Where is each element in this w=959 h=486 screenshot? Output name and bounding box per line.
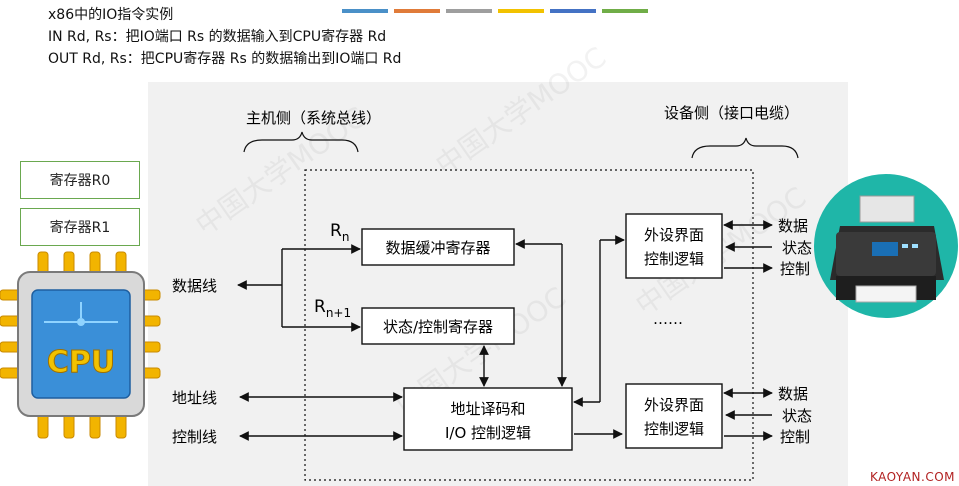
stripe-gray [446,9,492,13]
decorative-stripes [342,9,648,13]
svg-text:CPU: CPU [47,345,115,380]
address-decode-label-1: 地址译码和 [450,400,525,418]
stripe-green [602,9,648,13]
stripe-darkblue [550,9,596,13]
stripe-orange [394,9,440,13]
address-line-label: 地址线 [172,389,217,407]
stripe-blue [342,9,388,13]
bottom-control-signal-label: 控制 [780,428,810,446]
out-instruction-line: OUT Rd, Rs：把CPU寄存器 Rs 的数据输出到IO端口 Rd [48,51,402,67]
host-side-label: 主机侧（系统总线） [246,109,381,127]
brand-mark: KAOYAN.COM [869,470,955,484]
stripe-yellow [498,9,544,13]
bottom-status-signal-label: 状态 [782,407,812,425]
data-buffer-register-box [361,228,515,266]
device-interface-bottom-label-2: 控制逻辑 [644,420,704,438]
rn-label: Rn [330,221,349,244]
top-status-signal-label: 状态 [782,239,812,257]
data-line-label: 数据线 [172,277,217,295]
control-line-label: 控制线 [172,428,217,446]
rn1-label: Rn+1 [314,297,351,320]
bottom-data-signal-label: 数据 [778,385,808,403]
ellipsis: …… [653,310,683,328]
device-side-label: 设备侧（接口电缆） [664,104,799,122]
slide-title: x86中的IO指令实例 [48,7,174,23]
device-interface-top-label-2: 控制逻辑 [644,250,704,268]
printer-icon [814,174,958,318]
top-control-signal-label: 控制 [780,260,810,278]
status-control-register-box [361,307,515,345]
device-brace [691,137,799,159]
in-instruction-line: IN Rd, Rs：把IO端口 Rs 的数据输入到CPU寄存器 Rd [48,29,387,45]
device-interface-bottom-box [625,383,723,449]
io-interface-boundary [304,169,754,481]
address-decode-box [403,387,573,451]
device-interface-top-box [625,213,723,279]
data-buffer-register-label: 数据缓冲寄存器 [385,239,490,257]
address-decode-label-2: I/O 控制逻辑 [445,424,531,442]
device-interface-top-label-1: 外设界面 [644,226,704,244]
host-brace [243,131,359,153]
status-control-register-label: 状态/控制寄存器 [383,318,493,336]
cpu-chip-icon: CPU [0,251,161,439]
device-interface-bottom-label-1: 外设界面 [644,396,704,414]
register-r0-box: 寄存器R0 [20,161,140,199]
top-data-signal-label: 数据 [778,217,808,235]
register-r1-box: 寄存器R1 [20,208,140,246]
